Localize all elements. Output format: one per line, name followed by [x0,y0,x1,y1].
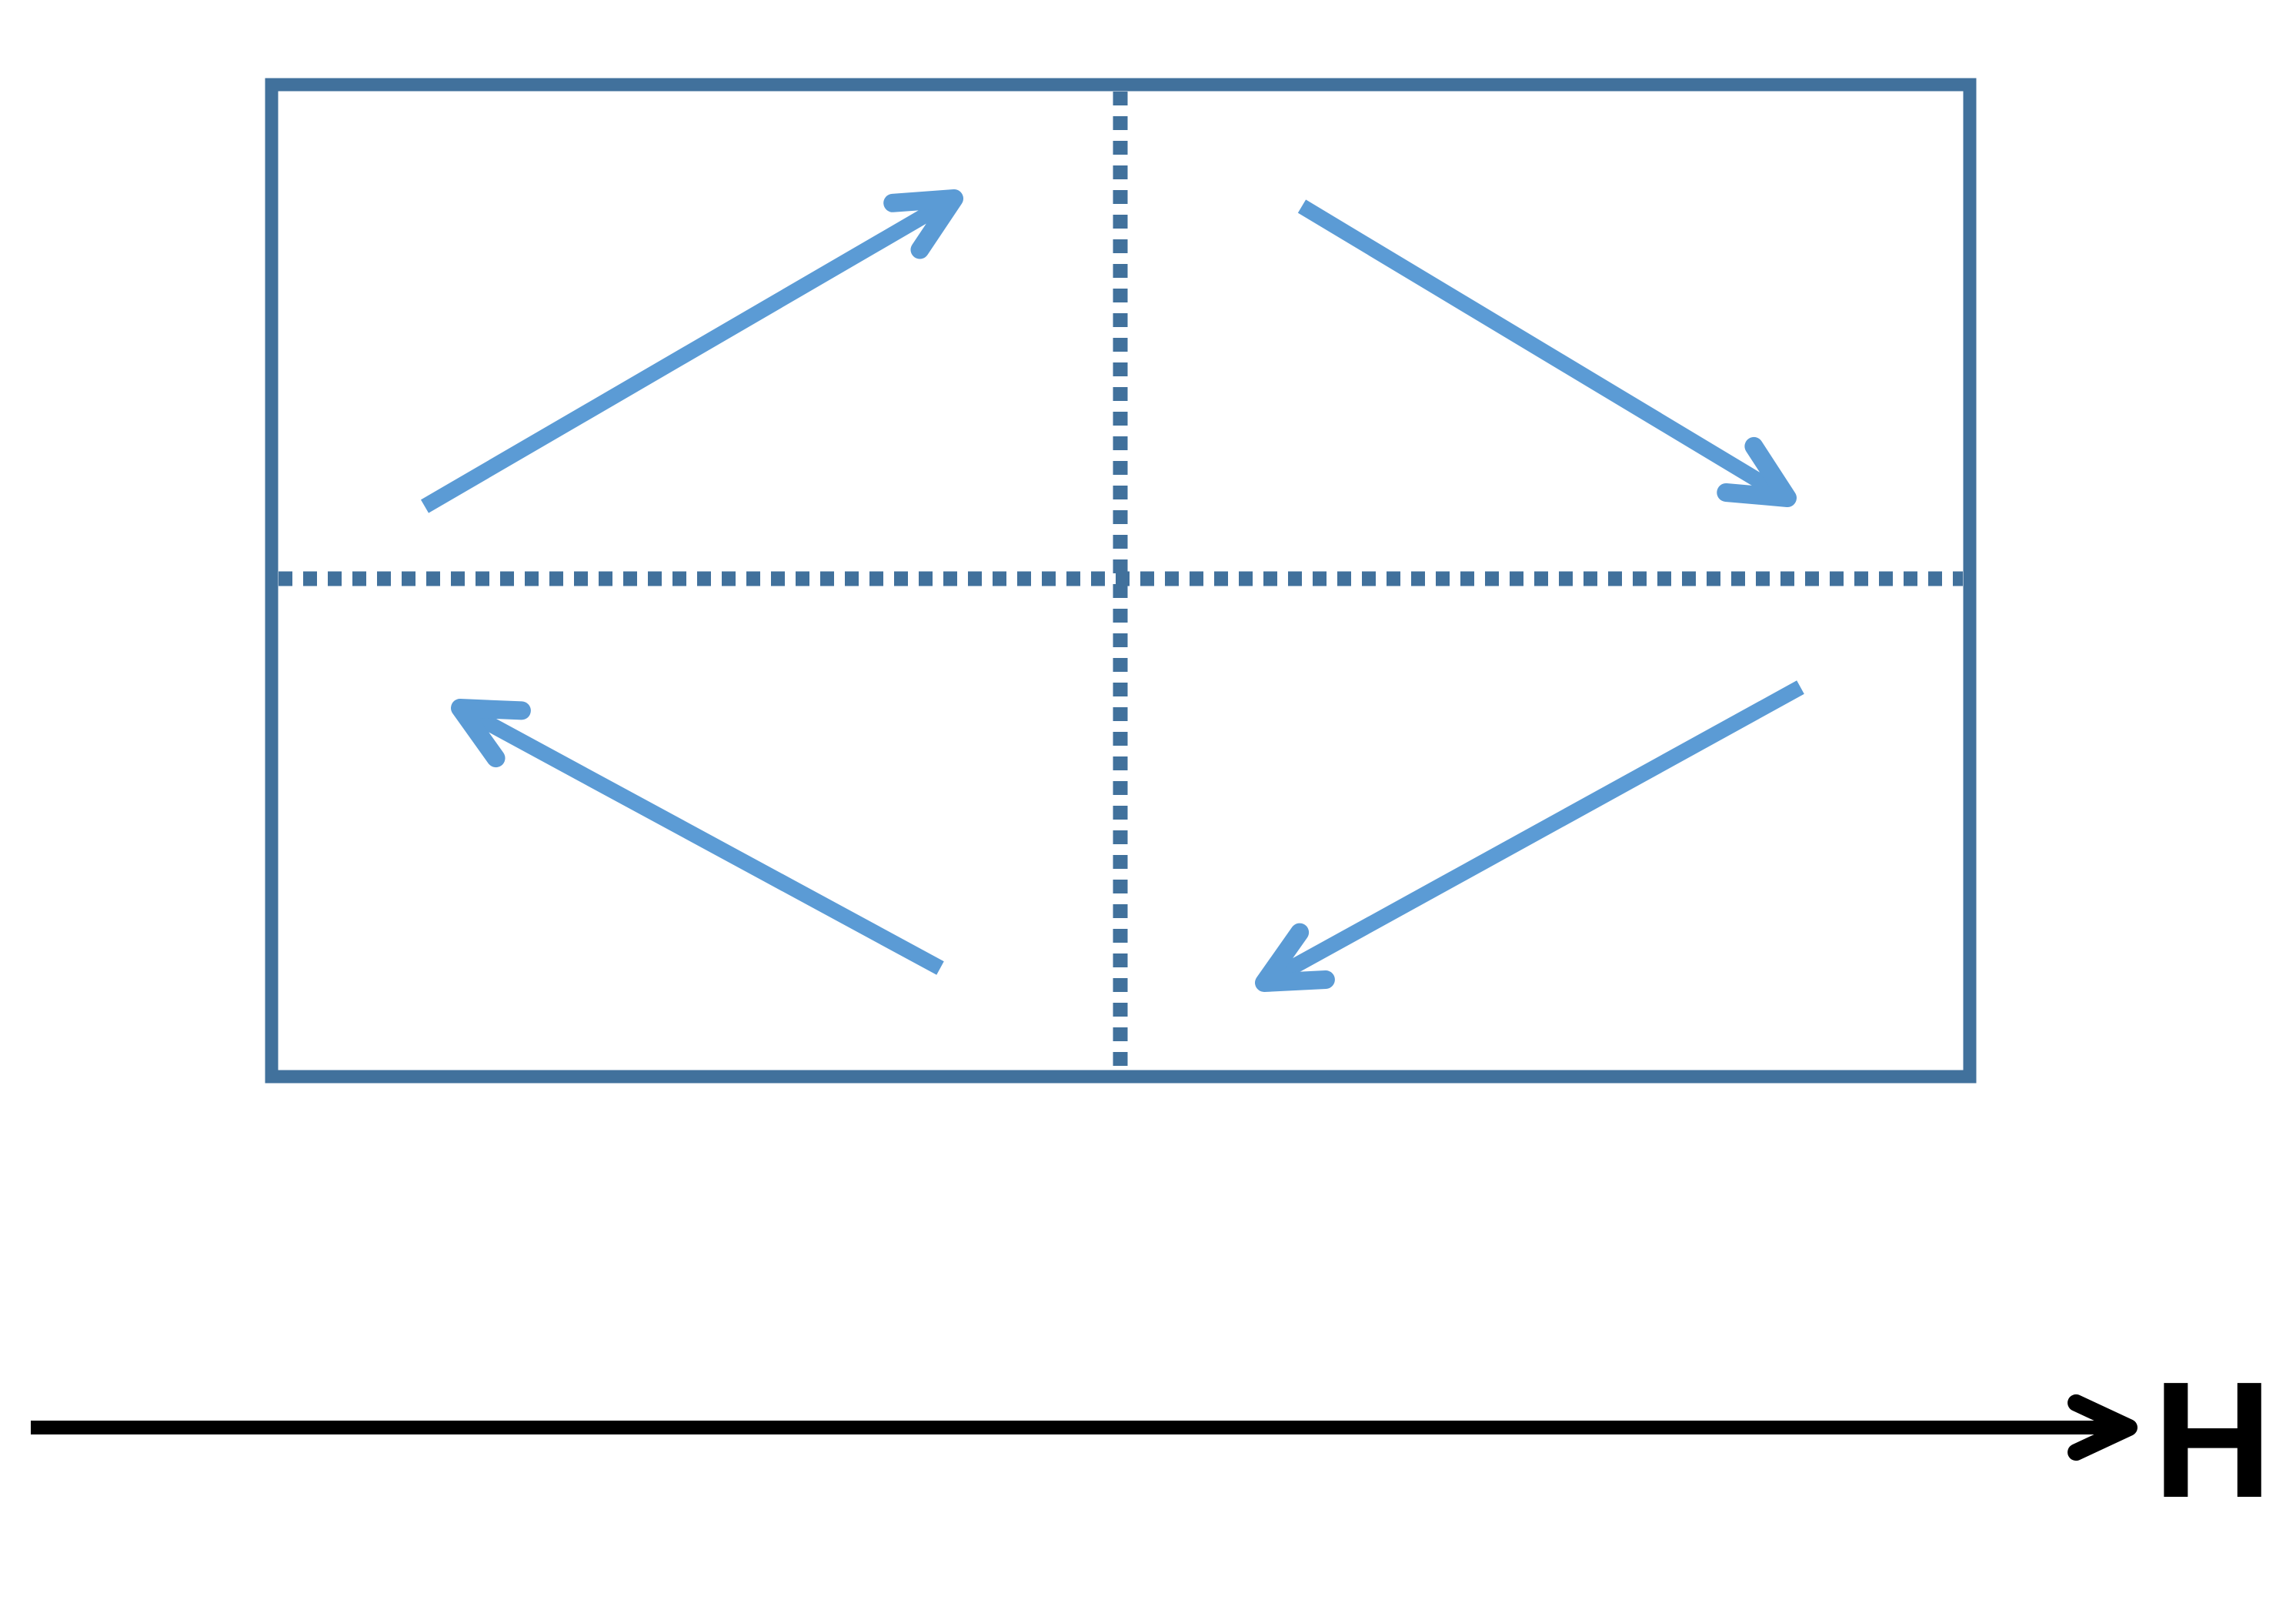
field-axis-label: H [2153,1347,2272,1532]
domain-arrow-top-left-shaft [420,192,959,513]
domain-arrow-top-left-head [883,189,963,259]
domain-arrow-bottom-right-shaft [1260,680,1804,990]
field-axis-layer [31,1394,2137,1461]
domain-box [265,78,1977,1084]
domain-arrow-top-right-shaft [1297,199,1792,505]
domain-arrow-bottom-right-head [1255,923,1335,992]
domain-dividers-layer [279,92,1963,1070]
domain-arrow-bottom-left [451,699,944,975]
magnetization-arrows-layer [420,189,1804,992]
field-axis-arrow [31,1394,2137,1461]
domain-arrow-top-right [1297,199,1797,507]
field-axis-arrow-head [2067,1394,2137,1461]
domain-box-layer [265,78,1977,1084]
domain-arrow-bottom-left-head [451,699,531,768]
domain-arrow-bottom-left-shaft [456,701,944,975]
domain-arrow-top-left [420,189,963,513]
domain-arrow-bottom-right [1255,680,1804,992]
domain-arrow-top-right-head [1717,436,1797,507]
